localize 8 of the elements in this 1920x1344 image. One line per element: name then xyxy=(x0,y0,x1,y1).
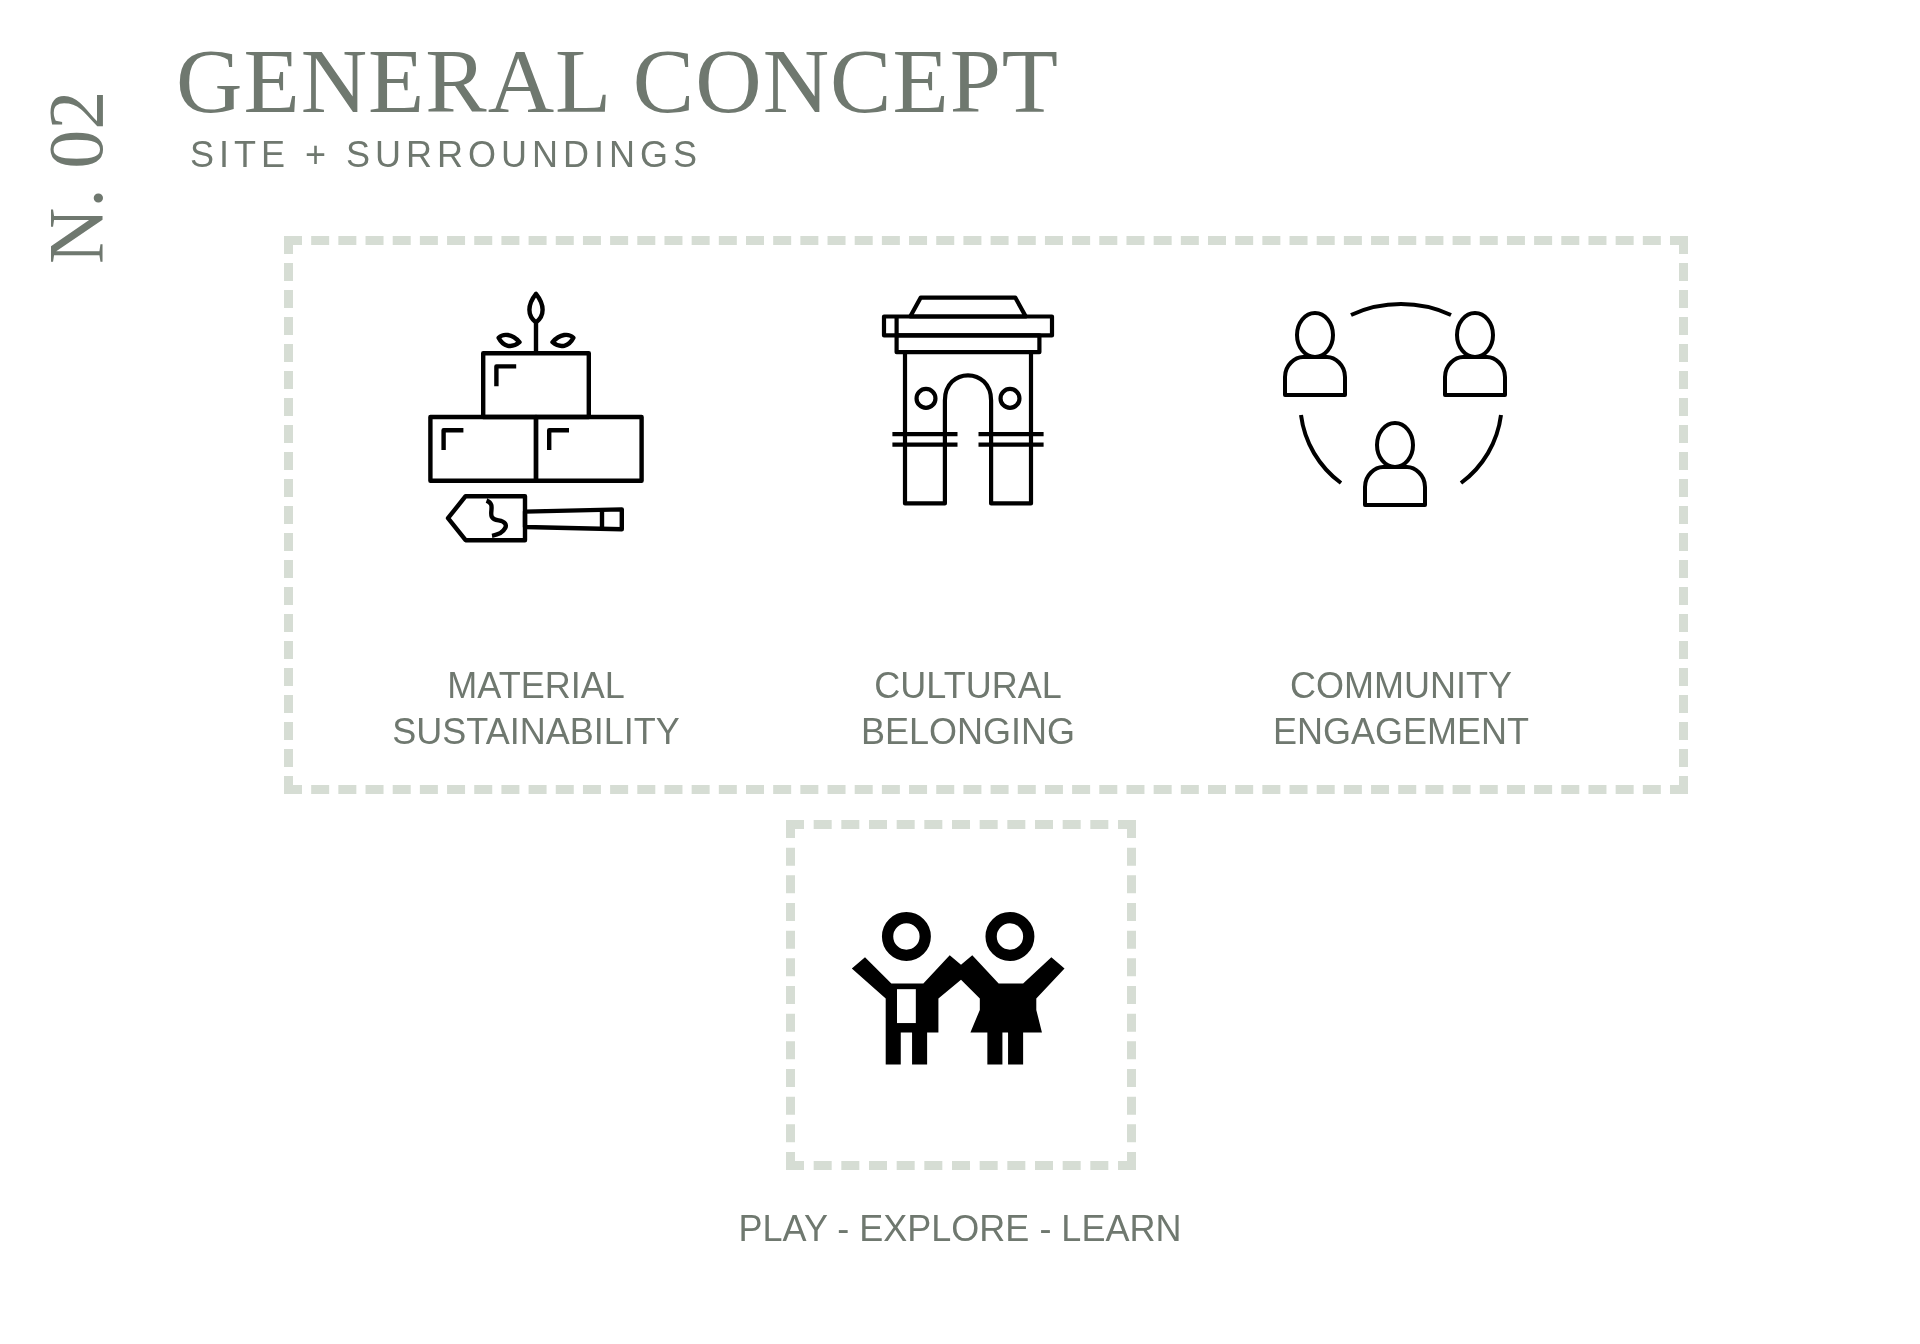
subtitle: SITE + SURROUNDINGS xyxy=(190,134,703,176)
concept-label: MATERIAL SUSTAINABILITY xyxy=(391,664,681,754)
dashed-frame xyxy=(284,236,1688,794)
concept-label: PLAY - EXPLORE - LEARN xyxy=(737,1207,1183,1251)
concept-label: COMMUNITY ENGAGEMENT xyxy=(1272,664,1530,754)
section-number: N. 02 xyxy=(36,89,116,264)
title: GENERAL CONCEPT xyxy=(176,29,1060,134)
concept-label: CULTURAL BELONGING xyxy=(859,664,1077,754)
